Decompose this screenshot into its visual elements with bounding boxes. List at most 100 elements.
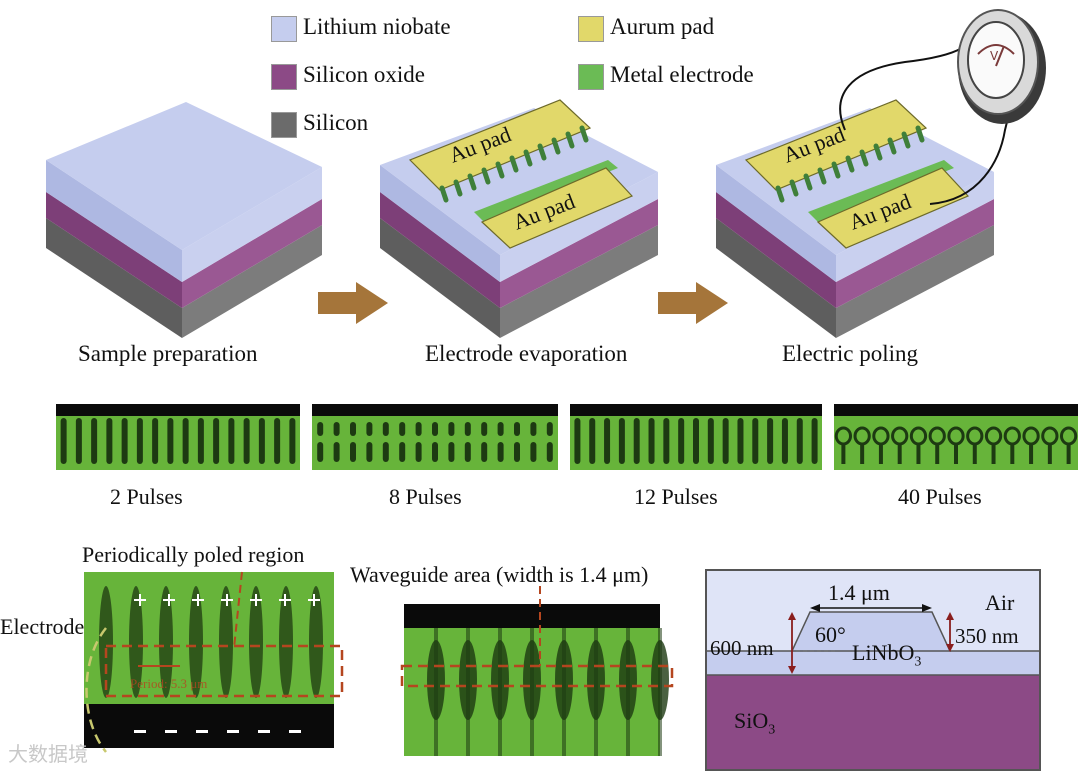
poled-domain xyxy=(129,586,143,698)
domain-bar xyxy=(75,418,82,464)
domain-segment xyxy=(366,442,373,462)
ridge-label: LiNbO3 xyxy=(852,640,921,670)
minus-sign xyxy=(227,730,239,733)
domain-segment xyxy=(333,422,340,436)
poled-domain xyxy=(219,586,233,698)
domain-segment xyxy=(514,422,520,436)
caption-electrode-evaporation: Electrode evaporation xyxy=(425,341,628,366)
domain-segment xyxy=(546,422,553,436)
periodically-poled-region-label: Periodically poled region xyxy=(82,542,305,567)
width-label: 1.4 μm xyxy=(828,580,890,605)
ridge-text: LiNbO xyxy=(852,640,915,665)
domain-bar xyxy=(811,418,818,464)
electrodes-label: Electrodes xyxy=(0,614,93,639)
domain-segment xyxy=(415,422,422,436)
legend-swatch-aurum-pad xyxy=(578,16,604,42)
domain-segment xyxy=(481,442,488,462)
domain-segment xyxy=(317,422,324,436)
domain-segment xyxy=(514,442,520,462)
domain-bar xyxy=(121,418,128,464)
domain-bar xyxy=(136,418,143,464)
domain-segment xyxy=(432,422,438,436)
domain-bar xyxy=(737,418,744,464)
domain-bar xyxy=(106,418,113,464)
electrode-evaporation-block xyxy=(380,99,658,338)
caption-sample-preparation: Sample preparation xyxy=(78,341,258,366)
pulse-micrographs xyxy=(56,404,1078,470)
substrate-subscript: 3 xyxy=(768,722,776,738)
domain-segment xyxy=(382,422,389,436)
substrate-label: SiO3 xyxy=(734,708,775,738)
domain-bar xyxy=(648,418,655,464)
domain-bar xyxy=(197,418,204,464)
period-label: Period: 5.3 μm xyxy=(130,676,208,691)
right-thickness-label: 350 nm xyxy=(955,624,1019,648)
domain-segment xyxy=(497,442,504,462)
domain-bar xyxy=(574,418,581,464)
poled-domain xyxy=(159,586,173,698)
domain-bar xyxy=(213,418,220,464)
domain-stem xyxy=(1047,444,1052,464)
minus-sign xyxy=(196,730,208,733)
domain-bar xyxy=(604,418,611,464)
domain-segment xyxy=(366,422,373,436)
waveguide-domain-line xyxy=(658,628,662,756)
substrate-text: SiO xyxy=(734,708,769,733)
domain-segment xyxy=(546,442,553,462)
svg-text:V: V xyxy=(990,49,999,63)
domain-bar xyxy=(289,418,296,464)
electrodes-callout xyxy=(85,627,107,753)
domain-segment xyxy=(350,442,356,462)
domain-stem xyxy=(897,444,902,464)
domain-segment xyxy=(317,442,324,462)
domain-bar xyxy=(228,418,235,464)
domain-segment xyxy=(399,442,406,462)
domain-bar xyxy=(91,418,98,464)
left-thickness-label: 600 nm xyxy=(710,636,774,660)
domain-bar xyxy=(167,418,174,464)
legend-swatch-silicon xyxy=(271,112,297,138)
domain-segment xyxy=(399,422,406,436)
domain-segment xyxy=(464,442,471,462)
arrow-icon xyxy=(658,282,728,324)
domain-bar xyxy=(767,418,774,464)
domain-bar xyxy=(618,418,625,464)
domain-segment xyxy=(448,442,455,462)
domain-bar xyxy=(152,418,159,464)
domain-stem xyxy=(972,444,977,464)
waveguide-domain-line xyxy=(594,628,598,756)
domain-stem xyxy=(878,444,883,464)
waveguide-area-label: Waveguide area (width is 1.4 μm) xyxy=(350,562,649,587)
domain-stem xyxy=(935,444,940,464)
pulse-caption-8: 8 Pulses xyxy=(389,484,462,509)
domain-bar xyxy=(781,418,788,464)
legend-swatch-metal-electrode xyxy=(578,64,604,90)
domain-segment xyxy=(530,442,537,462)
domain-segment xyxy=(464,422,471,436)
waveguide-domain-line xyxy=(466,628,470,756)
domain-segment xyxy=(382,442,389,462)
pulse-panel-edge-2 xyxy=(570,404,822,416)
legend-swatch-silicon-oxide xyxy=(271,64,297,90)
angle-label: 60° xyxy=(815,622,846,647)
pulse-panel-edge-3 xyxy=(834,404,1078,416)
domain-bar xyxy=(243,418,250,464)
domain-segment xyxy=(350,422,356,436)
caption-electric-poling: Electric poling xyxy=(782,341,919,366)
domain-segment xyxy=(333,442,340,462)
domain-bar xyxy=(752,418,759,464)
domain-bar xyxy=(258,418,265,464)
domain-segment xyxy=(415,442,422,462)
sample-preparation-block xyxy=(46,102,322,338)
domain-bar xyxy=(663,418,670,464)
domain-bar xyxy=(707,418,714,464)
domain-segment xyxy=(497,422,504,436)
waveguide-micrograph xyxy=(400,586,674,756)
waveguide-domain-line xyxy=(434,628,438,756)
domain-segment xyxy=(530,422,537,436)
domain-stem xyxy=(954,444,958,464)
domain-bar xyxy=(60,418,67,464)
domain-segment xyxy=(481,422,488,436)
poled-domain xyxy=(279,586,293,698)
waveguide-domain-line xyxy=(562,628,566,756)
